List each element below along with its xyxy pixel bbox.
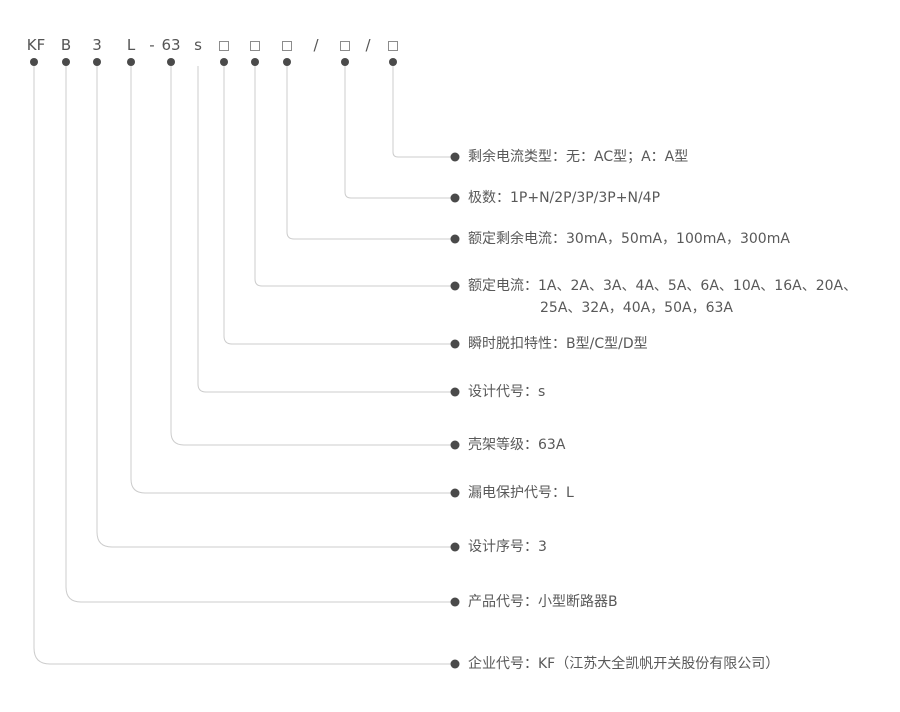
segment-box-5: [388, 41, 398, 51]
entry-rated-current: 额定电流：1A、2A、3A、4A、5A、6A、10A、16A、20A、 25A、…: [468, 275, 857, 319]
entry-rated-current-line1: 额定电流：1A、2A、3A、4A、5A、6A、10A、16A、20A、: [468, 278, 858, 294]
segment-box-3: [282, 41, 292, 51]
entry-design-serial: 设计序号：3: [468, 539, 547, 555]
segment-3: 3: [92, 36, 102, 54]
segment-slash-1: /: [313, 36, 319, 54]
segment-box-2: [250, 41, 260, 51]
segment-63: 63: [161, 36, 181, 54]
entry-company-code: 企业代号：KF（江苏大全凯帆开关股份有限公司）: [468, 656, 780, 672]
segment-hyphen: -: [149, 36, 155, 54]
entry-design-code: 设计代号：s: [468, 384, 546, 400]
segment-box-4: [340, 41, 350, 51]
entry-frame-rating: 壳架等级：63A: [468, 437, 566, 453]
entry-tripping-characteristic: 瞬时脱扣特性：B型/C型/D型: [468, 336, 648, 352]
entry-product-code: 产品代号：小型断路器B: [468, 594, 618, 610]
segment-slash-2: /: [365, 36, 371, 54]
entry-leakage-protection-code: 漏电保护代号：L: [468, 485, 574, 501]
segment-box-1: [219, 41, 229, 51]
entry-rated-current-line2: 25A、32A，40A，50A，63A: [540, 300, 733, 316]
segment-s: s: [194, 36, 202, 54]
entry-rated-residual-current: 额定剩余电流：30mA，50mA，100mA，300mA: [468, 231, 790, 247]
segment-kf: KF: [26, 36, 46, 54]
entry-poles: 极数：1P+N/2P/3P/3P+N/4P: [468, 190, 661, 206]
segment-l: L: [126, 36, 136, 54]
segment-b: B: [60, 36, 72, 54]
entry-residual-current-type: 剩余电流类型：无：AC型；A：A型: [468, 149, 689, 165]
